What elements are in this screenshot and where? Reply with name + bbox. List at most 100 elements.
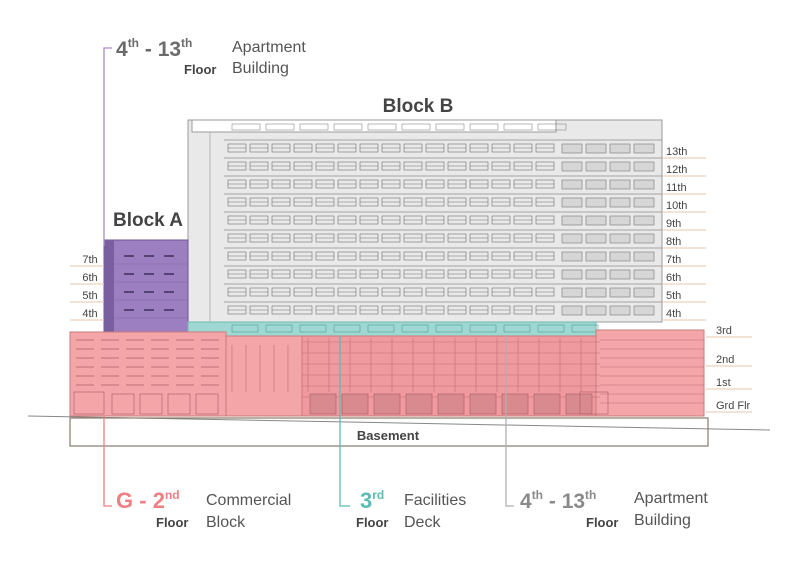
window-unit xyxy=(561,215,583,226)
right-floor-label: 5th xyxy=(666,290,681,302)
facilities-deck-pattern xyxy=(231,324,599,333)
facilities-callout-line xyxy=(339,336,350,507)
facilities-callout-range: 3rd xyxy=(360,488,384,513)
window-unit xyxy=(609,251,631,262)
window-unit xyxy=(585,287,607,298)
roof-vent xyxy=(401,123,431,131)
commercial-callout: G - 2nd Floor Commercial Block xyxy=(116,488,291,531)
top-callout-line xyxy=(103,47,112,246)
window-unit xyxy=(561,143,583,154)
window-unit xyxy=(585,143,607,154)
window-unit xyxy=(609,143,631,154)
deck-unit xyxy=(367,324,395,333)
right-floor-label: 11th xyxy=(666,182,687,194)
facilities-callout-line2: Deck xyxy=(404,514,441,531)
roof-vent xyxy=(435,123,465,131)
commercial-callout-line2: Block xyxy=(206,514,246,531)
shopfront xyxy=(469,393,497,415)
entrance xyxy=(579,391,609,415)
roof-vent xyxy=(503,123,533,131)
shopfront xyxy=(195,393,219,415)
roof-vent xyxy=(231,123,261,131)
top-callout-floor: Floor xyxy=(184,62,217,77)
shopfront xyxy=(501,393,529,415)
window-unit xyxy=(585,305,607,316)
window-unit xyxy=(585,197,607,208)
window-unit xyxy=(633,251,655,262)
facilities-callout: 3rd Floor Facilities Deck xyxy=(356,488,466,531)
window-unit xyxy=(609,269,631,280)
shopfront xyxy=(139,393,163,415)
roof-vent xyxy=(299,123,329,131)
window-unit xyxy=(561,179,583,190)
apartment-bottom-callout-line xyxy=(505,336,514,507)
window-unit xyxy=(585,251,607,262)
apartment-bottom-callout-range: 4th - 13th xyxy=(520,488,596,513)
roof-vent xyxy=(265,123,295,131)
apartment-bottom-callout-line2: Building xyxy=(634,512,691,529)
commercial-callout-range: G - 2nd xyxy=(116,488,180,513)
window-unit xyxy=(585,233,607,244)
shopfront xyxy=(341,393,369,415)
window-unit xyxy=(561,161,583,172)
deck-unit xyxy=(435,324,463,333)
block-b-roof xyxy=(191,119,557,133)
shopfront xyxy=(437,393,465,415)
deck-unit xyxy=(469,324,497,333)
window-unit xyxy=(585,269,607,280)
window-unit xyxy=(561,251,583,262)
block-a-window-pattern xyxy=(104,240,188,332)
right-floor-label: 8th xyxy=(666,236,681,248)
window-unit xyxy=(561,305,583,316)
apartment-bottom-callout-line1: Apartment xyxy=(634,490,708,507)
window-unit xyxy=(561,233,583,244)
deck-unit xyxy=(231,324,259,333)
shopfront xyxy=(565,393,593,415)
window-unit xyxy=(633,305,655,316)
window-unit xyxy=(561,197,583,208)
deck-unit xyxy=(503,324,531,333)
window-unit xyxy=(633,161,655,172)
window-unit xyxy=(585,215,607,226)
block-b-label: Block B xyxy=(383,96,454,117)
left-floor-label: 4th xyxy=(82,308,97,320)
top-callout: 4th - 13th Floor Apartment Building xyxy=(116,36,306,77)
window-unit xyxy=(633,287,655,298)
window-unit xyxy=(609,233,631,244)
window-unit xyxy=(561,269,583,280)
window-unit xyxy=(609,215,631,226)
deck-unit xyxy=(571,324,599,333)
block-b-body xyxy=(187,119,663,323)
facilities-deck xyxy=(187,321,597,337)
right-floor-label: 10th xyxy=(666,200,687,212)
entrance xyxy=(73,391,105,415)
window-unit xyxy=(633,197,655,208)
roof-vent xyxy=(333,123,363,131)
deck-unit xyxy=(537,324,565,333)
roof-vent xyxy=(469,123,499,131)
commercial-callout-line xyxy=(103,416,112,507)
top-callout-line2: Building xyxy=(232,60,289,77)
shopfront xyxy=(405,393,433,415)
deck-unit xyxy=(299,324,327,333)
right-floor-label: 6th xyxy=(666,272,681,284)
top-callout-range: 4th - 13th xyxy=(116,36,192,61)
apartment-bottom-callout-floor: Floor xyxy=(586,515,619,530)
deck-unit xyxy=(333,324,361,333)
left-floor-label: 5th xyxy=(82,290,97,302)
roof-vent xyxy=(367,123,397,131)
deck-unit xyxy=(401,324,429,333)
window-unit xyxy=(609,287,631,298)
block-a-label: Block A xyxy=(113,210,183,231)
block-b-facade-pattern xyxy=(209,123,662,322)
right-floor-label: 13th xyxy=(666,146,687,158)
facilities-callout-floor: Floor xyxy=(356,515,389,530)
basement-label: Basement xyxy=(357,428,420,443)
shopfront xyxy=(533,393,561,415)
window-unit xyxy=(609,179,631,190)
commercial-podium xyxy=(69,329,705,417)
right-floor-label: 7th xyxy=(666,254,681,266)
podium-left-block xyxy=(69,331,227,417)
commercial-callout-line1: Commercial xyxy=(206,492,291,509)
apartment-bottom-callout: 4th - 13th Floor Apartment Building xyxy=(520,488,708,530)
